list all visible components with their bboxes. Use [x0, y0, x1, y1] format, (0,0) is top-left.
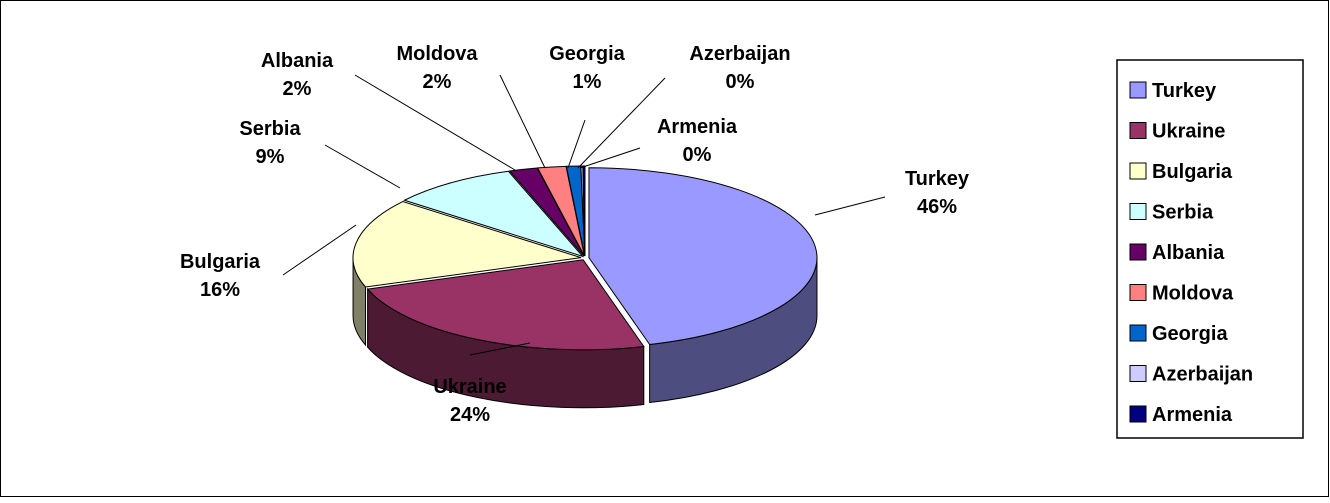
leader-albania [354, 74, 516, 171]
legend-item-bulgaria: Bulgaria [1129, 161, 1233, 183]
data-label-category: Bulgaria [180, 251, 261, 273]
leader-serbia [324, 144, 401, 189]
legend-swatch [1129, 365, 1147, 382]
legend: TurkeyUkraineBulgariaSerbiaAlbaniaMoldov… [1116, 59, 1304, 439]
data-label-value: 24% [450, 404, 490, 426]
legend-item-azerbaijan: Azerbaijan [1129, 364, 1253, 386]
legend-swatch [1129, 405, 1147, 423]
slice-turkey [588, 167, 818, 346]
leader-moldova [499, 74, 546, 169]
data-label-turkey: Turkey 46% [905, 168, 970, 218]
legend-swatch [1129, 284, 1147, 301]
legend-label: Serbia [1152, 202, 1214, 224]
data-label-moldova: Moldova 2% [396, 43, 478, 93]
data-label-ukraine: Ukraine 24% [433, 376, 506, 426]
leader-bulgaria [282, 224, 357, 276]
data-label-category: Serbia [239, 118, 301, 140]
data-labels: Turkey 46% Ukraine 24% Bulgaria 16% Serbia 9% Al… [180, 43, 970, 426]
data-label-value: 2% [283, 78, 312, 100]
data-label-category: Albania [261, 50, 334, 72]
leader-armenia [579, 147, 641, 169]
pie-slices [352, 165, 818, 351]
data-label-albania: Albania 2% [261, 50, 334, 100]
data-label-serbia: Serbia 9% [239, 118, 301, 168]
legend-box [1116, 59, 1304, 439]
data-label-azerbaijan: Azerbaijan 0% [689, 43, 790, 93]
data-label-value: 16% [200, 279, 240, 301]
data-label-value: 0% [726, 71, 755, 93]
data-label-category: Turkey [905, 168, 970, 190]
legend-label: Bulgaria [1152, 161, 1233, 183]
legend-item-serbia: Serbia [1129, 202, 1214, 224]
legend-label: Turkey [1152, 80, 1217, 102]
data-label-value: 2% [423, 71, 452, 93]
data-label-georgia: Georgia 1% [549, 43, 625, 93]
leader-ukraine [469, 342, 531, 356]
legend-swatch [1129, 243, 1147, 261]
legend-item-georgia: Georgia [1129, 323, 1228, 345]
legend-item-albania: Albania [1129, 242, 1225, 264]
data-label-category: Armenia [657, 116, 738, 138]
legend-label: Armenia [1152, 404, 1233, 426]
legend-item-turkey: Turkey [1129, 80, 1217, 102]
legend-swatch [1129, 122, 1147, 139]
data-label-category: Georgia [549, 43, 625, 65]
legend-label: Moldova [1152, 283, 1234, 305]
data-label-category: Azerbaijan [689, 43, 790, 65]
leader-georgia [567, 119, 586, 169]
legend-swatch [1129, 203, 1147, 220]
legend-swatch [1129, 324, 1147, 342]
data-label-value: 1% [573, 71, 602, 93]
slice-bulgaria [352, 201, 582, 288]
data-label-value: 46% [917, 196, 957, 218]
leader-turkey [814, 196, 886, 216]
slice-ukraine [366, 259, 645, 351]
data-label-category: Moldova [396, 43, 478, 65]
data-label-armenia: Armenia 0% [657, 116, 738, 166]
legend-item-armenia: Armenia [1129, 404, 1233, 426]
legend-swatch [1129, 162, 1147, 180]
data-label-bulgaria: Bulgaria 16% [180, 251, 261, 301]
data-label-value: 0% [683, 144, 712, 166]
data-label-category: Ukraine [433, 376, 506, 398]
legend-label: Georgia [1152, 323, 1228, 345]
leader-azerbaijan [577, 77, 666, 169]
legend-label: Azerbaijan [1152, 364, 1253, 386]
legend-item-ukraine: Ukraine [1129, 121, 1225, 143]
legend-label: Ukraine [1152, 121, 1225, 143]
legend-label: Albania [1152, 242, 1225, 264]
data-label-value: 9% [256, 146, 285, 168]
leader-lines [282, 74, 886, 356]
legend-swatch [1129, 81, 1147, 99]
slice-serbia [403, 170, 585, 258]
legend-item-moldova: Moldova [1129, 283, 1234, 305]
